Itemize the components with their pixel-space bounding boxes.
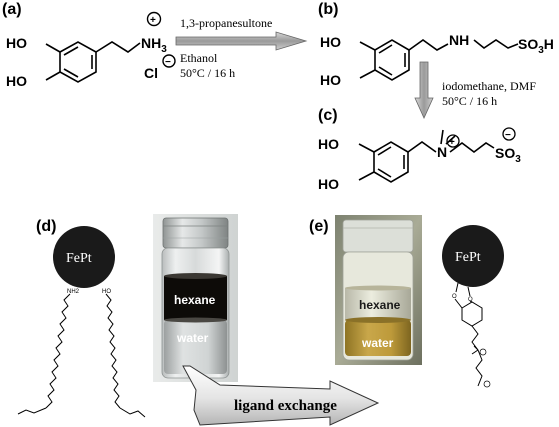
molecule-b-sulfonated-dopamine: HO HO NH SO3H — [320, 32, 554, 88]
panel-label-c: (c) — [318, 107, 338, 124]
fept-particle-d — [53, 226, 115, 288]
plus-sign-c: + — [449, 137, 455, 148]
ligand-label-ho: HO — [102, 289, 111, 295]
fept-label-d: FePt — [66, 251, 92, 266]
ammonium-a: NH3 — [141, 35, 167, 55]
oleylamine-chain — [45, 293, 71, 409]
nanoparticle-e: FePt O O — [442, 225, 504, 388]
reaction-arrow-1 — [175, 31, 308, 51]
conditions-2: 50°C / 16 h — [442, 94, 497, 108]
minus-sign-a: − — [165, 57, 171, 68]
hydroxyl-c-top: HO — [318, 136, 339, 152]
minus-sign-c: − — [505, 130, 511, 141]
quaternary-nitrogen-c: N — [437, 144, 447, 160]
vial-photo-e: hexane water — [335, 215, 422, 365]
hydroxyl-b-bottom: HO — [320, 72, 341, 88]
hydroxyl-a-bottom: HO — [6, 73, 27, 89]
conditions-1: 50°C / 16 h — [180, 66, 235, 80]
amine-b: NH — [449, 32, 469, 48]
fept-label-e: FePt — [455, 250, 481, 265]
vial-photo-d: hexane water — [153, 214, 238, 382]
ligand-label-nh2: NH2 — [67, 289, 80, 295]
panel-label-b: (b) — [318, 1, 338, 18]
panel-label-a: (a) — [2, 1, 22, 18]
panel-label-d: (d) — [36, 218, 56, 235]
vial-d-hexane-label: hexane — [174, 293, 216, 307]
hydroxyl-b-top: HO — [320, 34, 341, 50]
ligand-exchange-label: ligand exchange — [234, 398, 337, 414]
solvent-ethanol: Ethanol — [180, 51, 218, 65]
hexane-phase-dark — [164, 276, 227, 320]
panel-label-e: (e) — [309, 218, 329, 235]
hydroxyl-c-bottom: HO — [318, 176, 339, 192]
nanoparticle-d: FePt NH2 HO — [17, 226, 146, 418]
minus-charge-a — [162, 54, 176, 68]
water-phase-colored — [345, 320, 411, 356]
sulfonic-acid-b: SO3H — [518, 36, 554, 56]
oleic-acid-chain — [105, 293, 121, 409]
plus-sign-a: + — [150, 15, 156, 26]
plus-charge-a — [146, 11, 162, 27]
hexane-phase-clear — [345, 288, 411, 320]
molecule-a-dopamine: HO HO NH3 + Cl − — [6, 11, 176, 89]
molecule-c-zwitterion: HO HO N + SO3 − — [318, 127, 521, 192]
catechol-oxygen-1: O — [452, 294, 457, 300]
hydroxyl-a-top: HO — [6, 35, 27, 51]
benzene-ring-a — [59, 41, 97, 83]
reagent-propanesultone: 1,3-propanesultone — [180, 16, 272, 30]
catechol-ring-e — [461, 301, 483, 327]
vial-d-water-label: water — [176, 331, 209, 345]
catechol-oxygen-2: O — [468, 297, 473, 303]
ligand-exchange-arrow — [182, 365, 380, 426]
sulfonate-c: SO3 — [495, 145, 521, 165]
water-phase-clear — [164, 320, 227, 374]
reaction-arrow-2 — [414, 61, 434, 119]
fept-particle-e — [442, 225, 504, 287]
minus-charge-c — [502, 127, 516, 141]
vial-e-water-label: water — [361, 336, 394, 350]
reagent-iodomethane: iodomethane, DMF — [442, 79, 536, 93]
chloride-a: Cl — [144, 65, 158, 81]
plus-charge-c — [446, 134, 460, 148]
vial-e-hexane-label: hexane — [359, 298, 401, 312]
